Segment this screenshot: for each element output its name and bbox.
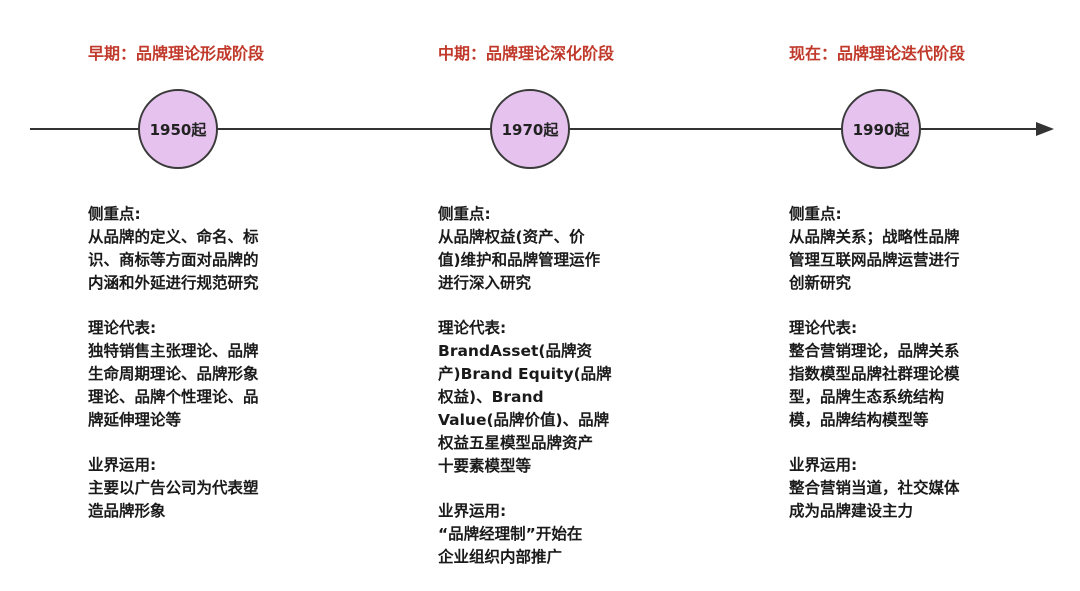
focus-line: 值)维护和品牌管理运作: [438, 251, 601, 269]
stage-details-current: 侧重点: 从品牌关系；战略性品牌 管理互联网品牌运营进行 创新研究 理论代表: …: [789, 203, 989, 545]
industry-line: 整合营销当道，社交媒体: [789, 479, 960, 497]
theory-line: 牌延伸理论等: [88, 411, 182, 429]
theory-line: 生命周期理论、品牌形象: [88, 365, 259, 383]
industry-section: 业界运用: “品牌经理制”开始在 企业组织内部推广: [438, 500, 638, 569]
focus-section: 侧重点: 从品牌权益(资产、价 值)维护和品牌管理运作 进行深入研究: [438, 203, 638, 295]
theory-line: Value(品牌价值)、品牌: [438, 411, 610, 429]
industry-line: 成为品牌建设主力: [789, 502, 914, 520]
theory-section: 理论代表: BrandAsset(品牌资 产)Brand Equity(品牌 权…: [438, 317, 638, 478]
year-node-1950: 1950起: [138, 89, 218, 169]
industry-line: 企业组织内部推广: [438, 548, 563, 566]
theory-section: 理论代表: 独特销售主张理论、品牌 生命周期理论、品牌形象 理论、品牌个性理论、…: [88, 317, 288, 432]
theory-line: BrandAsset(品牌资: [438, 342, 593, 360]
focus-line: 从品牌的定义、命名、标: [88, 228, 259, 246]
stage-title-middle: 中期：品牌理论深化阶段: [438, 44, 615, 63]
focus-line: 管理互联网品牌运营进行: [789, 251, 960, 269]
focus-section: 侧重点: 从品牌关系；战略性品牌 管理互联网品牌运营进行 创新研究: [789, 203, 989, 295]
focus-line: 进行深入研究: [438, 274, 532, 292]
theory-line: 理论、品牌个性理论、品: [88, 388, 259, 406]
theory-line: 权益五星模型品牌资产: [438, 434, 594, 452]
theory-label: 理论代表:: [88, 319, 157, 337]
focus-line: 创新研究: [789, 274, 852, 292]
industry-label: 业界运用:: [88, 456, 157, 474]
theory-line: 型，品牌生态系统结构: [789, 388, 945, 406]
stage-title-early: 早期：品牌理论形成阶段: [88, 44, 265, 63]
industry-section: 业界运用: 整合营销当道，社交媒体 成为品牌建设主力: [789, 454, 989, 523]
theory-line: 产)Brand Equity(品牌: [438, 365, 612, 383]
theory-label: 理论代表:: [438, 319, 507, 337]
focus-label: 侧重点:: [789, 205, 842, 223]
year-node-1990: 1990起: [841, 89, 921, 169]
industry-line: 主要以广告公司为代表塑: [88, 479, 259, 497]
theory-line: 指数模型品牌社群理论模: [789, 365, 960, 383]
stage-details-early: 侧重点: 从品牌的定义、命名、标 识、商标等方面对品牌的 内涵和外延进行规范研究…: [88, 203, 288, 545]
industry-section: 业界运用: 主要以广告公司为代表塑 造品牌形象: [88, 454, 288, 523]
theory-line: 独特销售主张理论、品牌: [88, 342, 259, 360]
focus-line: 从品牌关系；战略性品牌: [789, 228, 960, 246]
theory-line: 权益)、Brand: [438, 388, 544, 406]
industry-line: “品牌经理制”开始在: [438, 525, 583, 543]
focus-line: 识、商标等方面对品牌的: [88, 251, 259, 269]
focus-section: 侧重点: 从品牌的定义、命名、标 识、商标等方面对品牌的 内涵和外延进行规范研究: [88, 203, 288, 295]
industry-line: 造品牌形象: [88, 502, 166, 520]
focus-label: 侧重点:: [438, 205, 491, 223]
focus-label: 侧重点:: [88, 205, 141, 223]
theory-label: 理论代表:: [789, 319, 858, 337]
theory-line: 整合营销理论，品牌关系: [789, 342, 960, 360]
theory-section: 理论代表: 整合营销理论，品牌关系 指数模型品牌社群理论模 型，品牌生态系统结构…: [789, 317, 989, 432]
theory-line: 模，品牌结构模型等: [789, 411, 929, 429]
focus-line: 从品牌权益(资产、价: [438, 228, 585, 246]
timeline-diagram: 早期：品牌理论形成阶段 1950起 侧重点: 从品牌的定义、命名、标 识、商标等…: [30, 44, 1054, 566]
theory-line: 十要素模型等: [438, 457, 532, 475]
industry-label: 业界运用:: [438, 502, 507, 520]
stage-title-current: 现在：品牌理论迭代阶段: [789, 44, 966, 63]
year-node-1970: 1970起: [490, 89, 570, 169]
arrow-right-icon: [1036, 122, 1054, 136]
stage-details-middle: 侧重点: 从品牌权益(资产、价 值)维护和品牌管理运作 进行深入研究 理论代表:…: [438, 203, 638, 591]
focus-line: 内涵和外延进行规范研究: [88, 274, 259, 292]
industry-label: 业界运用:: [789, 456, 858, 474]
